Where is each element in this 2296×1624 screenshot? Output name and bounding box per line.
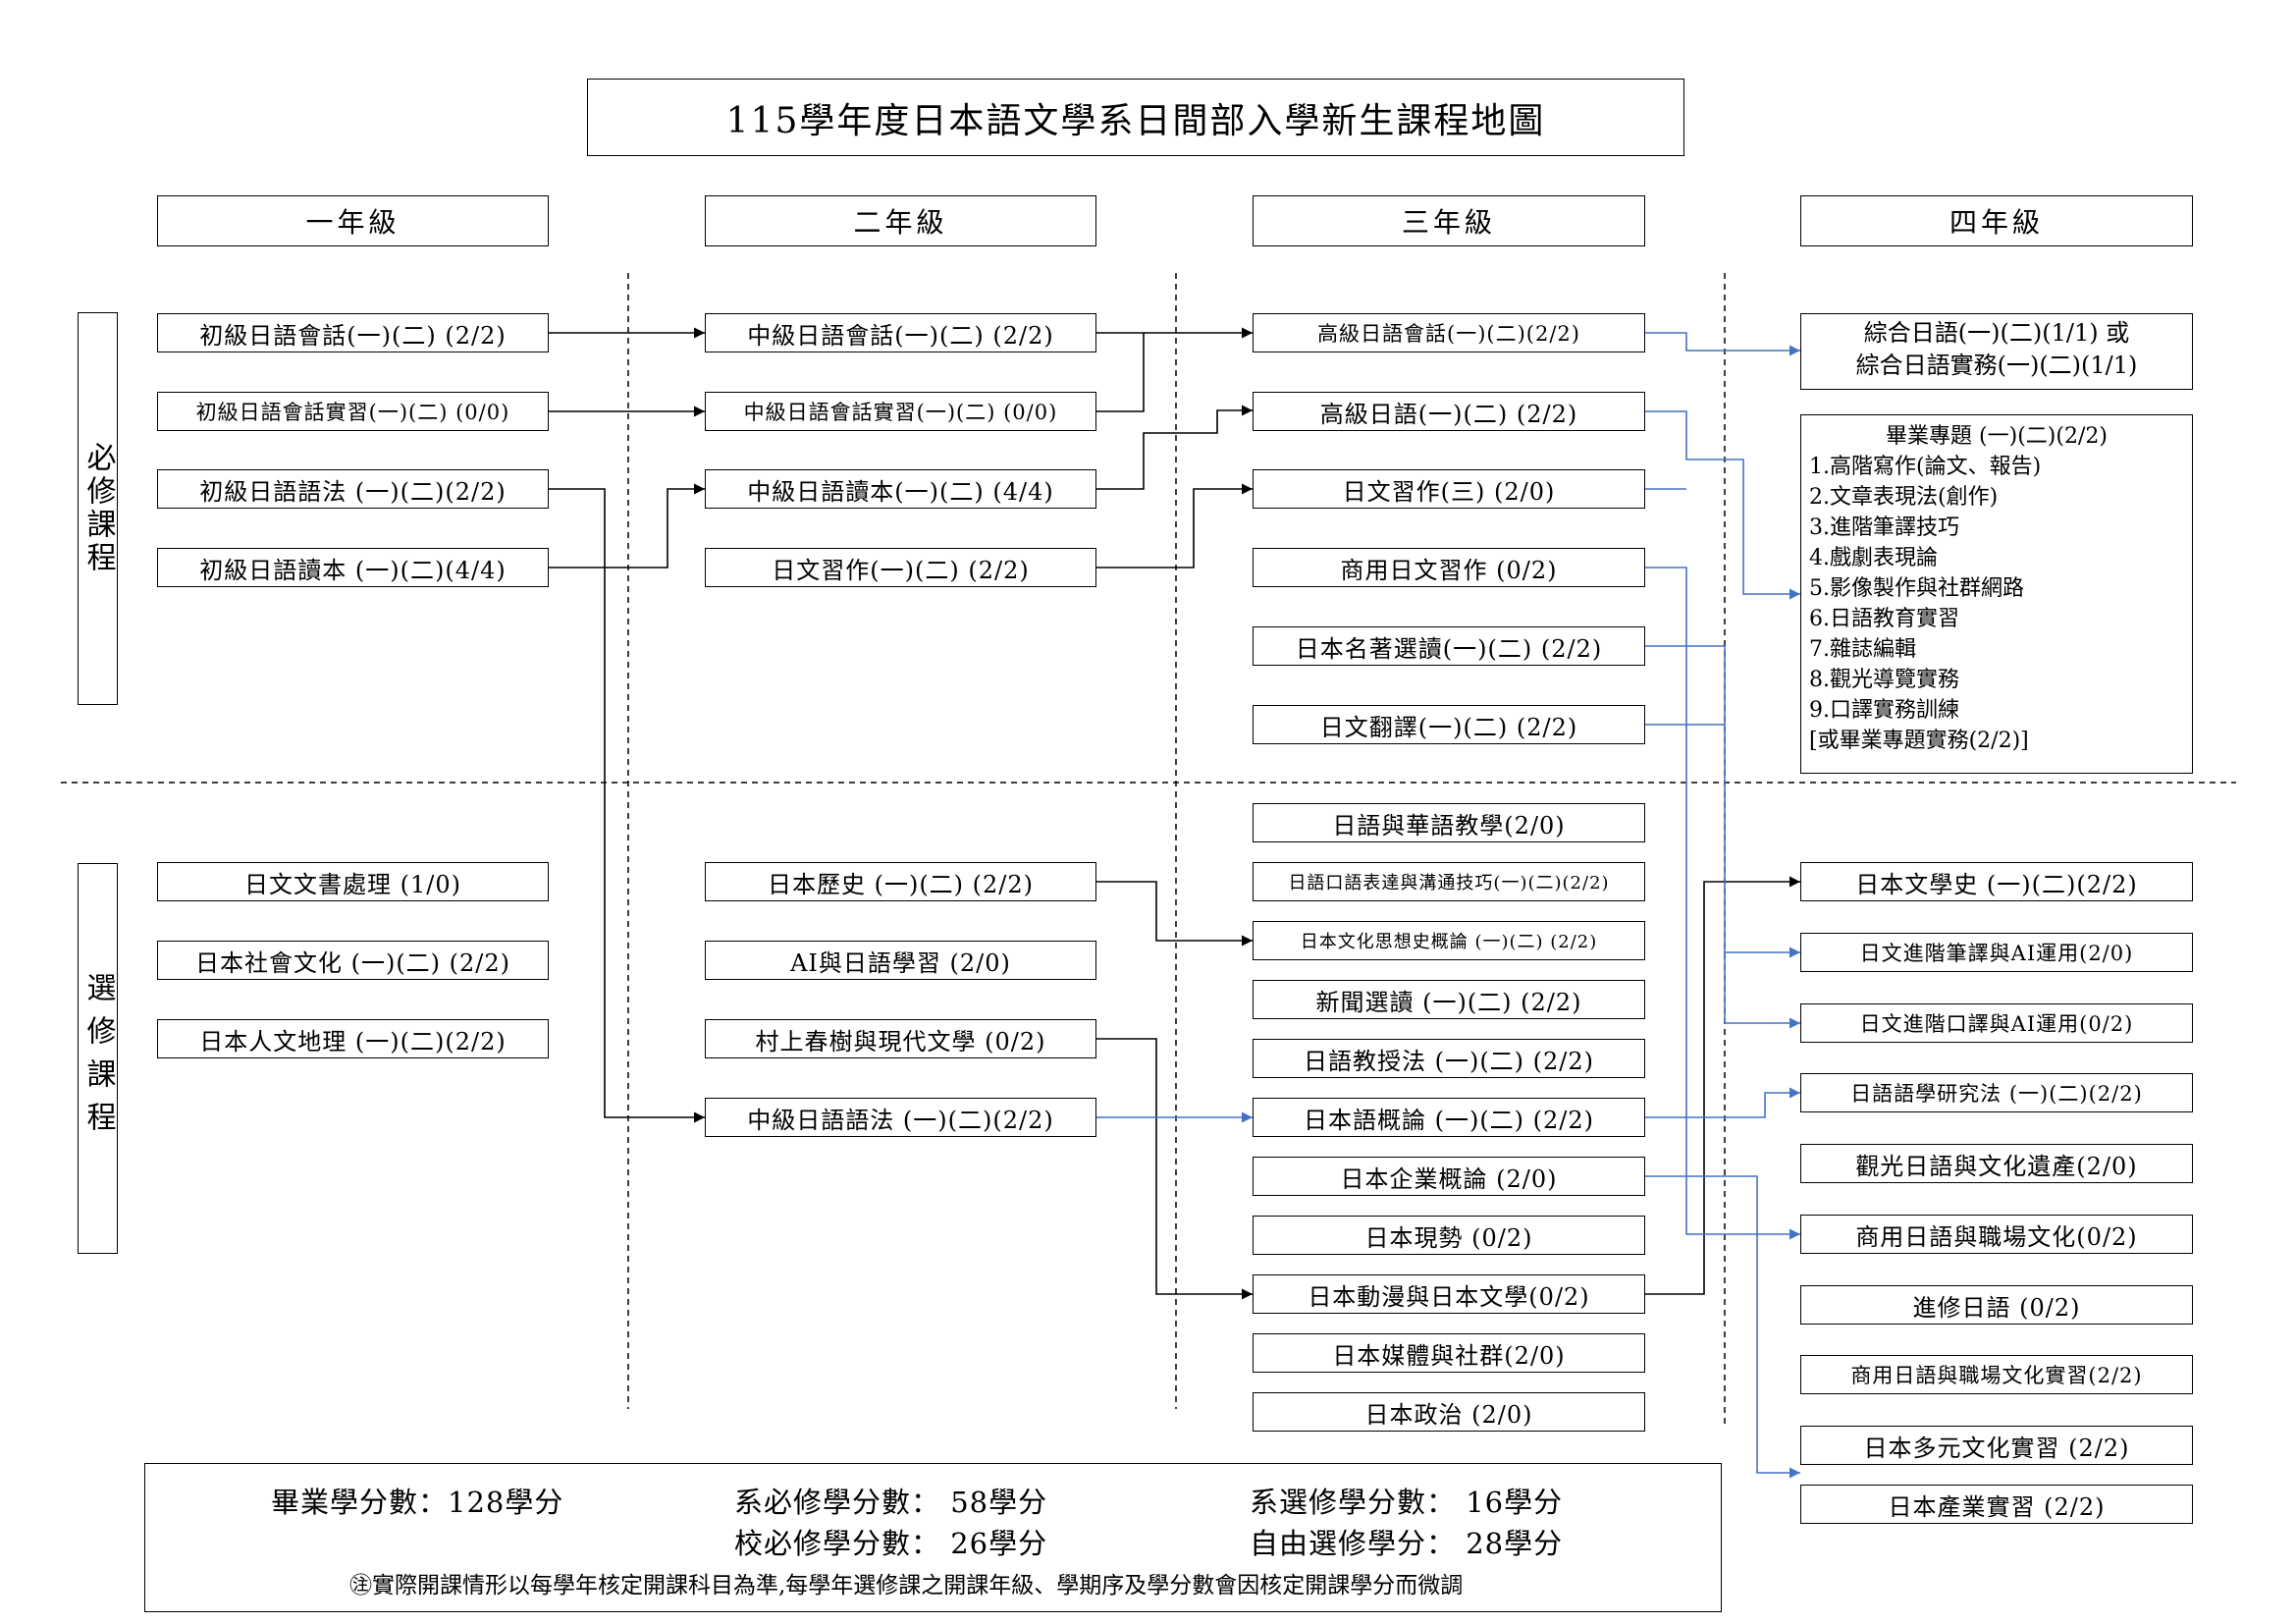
grade-header-2: 二年級: [705, 195, 1096, 246]
course-box: 日本歷史 (一)(二) (2/2): [705, 862, 1096, 901]
course-box: 日本文化思想史概論 (一)(二) (2/2): [1253, 921, 1645, 960]
capstone-item: 3.進階筆譯技巧: [1809, 515, 1959, 540]
course-box: 商用日語與職場文化實習(2/2): [1800, 1355, 2193, 1394]
course-box: 日語語學研究法 (一)(二)(2/2): [1800, 1073, 2193, 1112]
course-box: 日文翻譯(一)(二) (2/2): [1253, 705, 1645, 744]
elective-section-label: 選修課程: [78, 863, 118, 1254]
black-arrows: [549, 327, 1800, 1300]
course-box: 日本企業概論 (2/0): [1253, 1157, 1645, 1196]
grade-header-3: 三年級: [1253, 195, 1645, 246]
capstone-item: 6.日語教育實習: [1809, 607, 1959, 631]
page-title: 115學年度日本語文學系日間部入學新生課程地圖: [587, 79, 1684, 156]
course-box: 日本文學史 (一)(二)(2/2): [1800, 862, 2193, 901]
course-box: 中級日語讀本(一)(二) (4/4): [705, 469, 1096, 509]
course-box: 日本社會文化 (一)(二) (2/2): [157, 941, 549, 980]
course-box: 初級日語讀本 (一)(二)(4/4): [157, 548, 549, 587]
course-box: 日文習作(三) (2/0): [1253, 469, 1645, 509]
school-required-credits: 校必修學分數： 26學分: [734, 1527, 1048, 1560]
course-box: 日語教授法 (一)(二) (2/2): [1253, 1039, 1645, 1078]
course-box: 商用日文習作 (0/2): [1253, 548, 1645, 587]
capstone-item: 8.觀光導覽實務: [1809, 668, 1959, 692]
course-box: 中級日語語法 (一)(二)(2/2): [705, 1098, 1096, 1137]
course-box: 高級日語(一)(二) (2/2): [1253, 392, 1645, 431]
course-box: 中級日語會話(一)(二) (2/2): [705, 313, 1096, 352]
graduation-credits: 畢業學分數：128學分: [271, 1486, 564, 1519]
capstone-title: 畢業專題 (一)(二)(2/2): [1886, 424, 2108, 449]
grade-header-4: 四年級: [1800, 195, 2193, 246]
course-box: 日文習作(一)(二) (2/2): [705, 548, 1096, 587]
dept-required-credits: 系必修學分數： 58學分: [734, 1486, 1048, 1519]
course-box: 觀光日語與文化遺產(2/0): [1800, 1144, 2193, 1183]
required-label-text: 必修課程: [80, 442, 116, 575]
course-box: 日本動漫與日本文學(0/2): [1253, 1274, 1645, 1314]
capstone-box: 畢業專題 (一)(二)(2/2) 1.高階寫作(論文、報告) 2.文章表現法(創…: [1800, 414, 2193, 774]
course-box: 日本語概論 (一)(二) (2/2): [1253, 1098, 1645, 1137]
credits-note: ㊟實際開課情形以每學年核定開課科目為準,每學年選修課之開課年級、學期序及學分數會…: [349, 1573, 1464, 1598]
capstone-item: 7.雜誌編輯: [1809, 637, 1916, 662]
capstone-item: [或畢業專題實務(2/2)]: [1809, 729, 2029, 753]
course-box: 日文進階口譯與AI運用(0/2): [1800, 1003, 2193, 1043]
course-box: 新聞選讀 (一)(二) (2/2): [1253, 980, 1645, 1019]
elective-label-text: 選修課程: [80, 972, 116, 1145]
course-box: 村上春樹與現代文學 (0/2): [705, 1019, 1096, 1058]
required-section-label: 必修課程: [78, 312, 118, 705]
course-box: 日本政治 (2/0): [1253, 1392, 1645, 1432]
course-box: 日語與華語教學(2/0): [1253, 803, 1645, 842]
synthesis-course-box: 綜合日語(一)(二)(1/1) 或 綜合日語實務(一)(二)(1/1): [1800, 313, 2193, 390]
course-box: 日本多元文化實習 (2/2): [1800, 1426, 2193, 1465]
blue-arrows: [1096, 332, 1800, 1479]
capstone-item: 5.影像製作與社群網路: [1809, 576, 2024, 601]
dept-elective-credits: 系選修學分數： 16學分: [1250, 1486, 1564, 1519]
credits-box: 畢業學分數：128學分 系必修學分數： 58學分 系選修學分數： 16學分 校必…: [144, 1463, 1722, 1612]
capstone-item: 1.高階寫作(論文、報告): [1809, 455, 2042, 479]
capstone-item: 4.戲劇表現論: [1809, 546, 1938, 570]
capstone-item: 9.口譯實務訓練: [1809, 698, 1959, 723]
course-box: 中級日語會話實習(一)(二) (0/0): [705, 392, 1096, 431]
course-box: 日本名著選讀(一)(二) (2/2): [1253, 626, 1645, 666]
course-box: 初級日語會話實習(一)(二) (0/0): [157, 392, 549, 431]
course-box: 高級日語會話(一)(二)(2/2): [1253, 313, 1645, 352]
course-box: 日文文書處理 (1/0): [157, 862, 549, 901]
course-box: 日文進階筆譯與AI運用(2/0): [1800, 933, 2193, 972]
free-elective-credits: 自由選修學分： 28學分: [1250, 1527, 1564, 1560]
course-box: 日本人文地理 (一)(二)(2/2): [157, 1019, 549, 1058]
synthesis-line-1: 綜合日語(一)(二)(1/1) 或: [1863, 319, 2130, 347]
course-box: 進修日語 (0/2): [1800, 1285, 2193, 1325]
course-box: 日本媒體與社群(2/0): [1253, 1333, 1645, 1373]
course-box: 日本產業實習 (2/2): [1800, 1485, 2193, 1524]
course-box: AI與日語學習 (2/0): [705, 941, 1096, 980]
grade-header-1: 一年級: [157, 195, 549, 246]
course-box: 商用日語與職場文化(0/2): [1800, 1215, 2193, 1254]
course-box: 初級日語會話(一)(二) (2/2): [157, 313, 549, 352]
synthesis-line-2: 綜合日語實務(一)(二)(1/1): [1855, 352, 2138, 379]
course-box: 初級日語語法 (一)(二)(2/2): [157, 469, 549, 509]
course-box: 日語口語表達與溝通技巧(一)(二)(2/2): [1253, 862, 1645, 901]
capstone-item: 2.文章表現法(創作): [1809, 485, 1999, 510]
course-box: 日本現勢 (0/2): [1253, 1216, 1645, 1255]
